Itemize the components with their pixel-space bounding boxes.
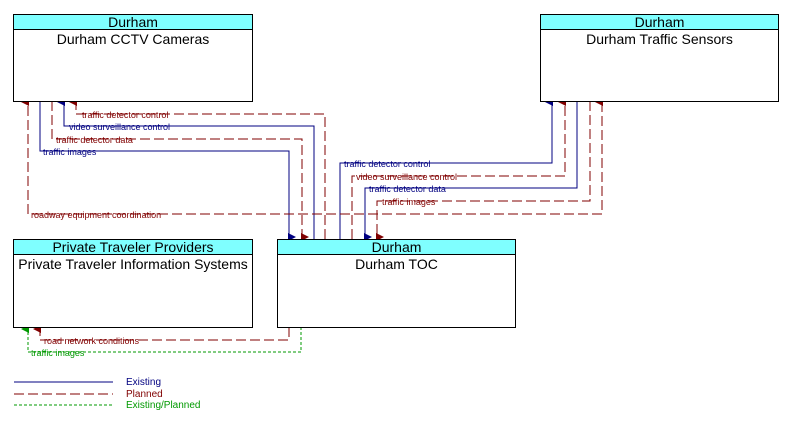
flow-label-sens-ti: traffic images [382, 197, 436, 207]
flow-line-pti [21, 325, 302, 353]
flow-label-cctv-vsc: video surveillance control [69, 122, 170, 132]
flow-line-rnc [33, 325, 290, 341]
node-ptp-owner: Private Traveler Providers [14, 240, 252, 255]
node-ptp[interactable]: Private Traveler Providers Private Trave… [13, 239, 253, 328]
flow-line-rec [21, 98, 603, 215]
legend-label-planned: Planned [126, 389, 163, 400]
node-cctv[interactable]: Durham Durham CCTV Cameras [13, 14, 253, 102]
flow-line-sens-vsc [351, 98, 566, 239]
flow-label-sens-vsc: video surveillance control [356, 172, 457, 182]
flow-label-cctv-tdc: traffic detector control [82, 110, 168, 120]
flow-line-cctv-tdd [51, 101, 309, 241]
node-sensors-owner: Durham [541, 15, 778, 30]
flow-line-sens-tdd [364, 101, 578, 241]
node-toc-owner: Durham [278, 240, 515, 255]
flow-line-cctv-vsc [57, 98, 315, 239]
legend-label-existing: Existing [126, 377, 162, 388]
node-cctv-owner: Durham [14, 15, 252, 30]
node-toc-name: Durham TOC [355, 256, 438, 272]
flow-line-cctv-ti [39, 101, 296, 241]
node-cctv-name: Durham CCTV Cameras [56, 31, 210, 47]
node-sensors[interactable]: Durham Durham Traffic Sensors [540, 14, 779, 102]
node-ptp-name: Private Traveler Information Systems [18, 256, 248, 272]
flow-line-sens-tdc [339, 98, 553, 239]
flow-label-sens-tdc: traffic detector control [344, 159, 430, 169]
flow-label-cctv-ti: traffic images [43, 147, 97, 157]
flow-label-rnc: road network conditions [44, 336, 140, 346]
flow-label-rec: roadway equipment coordination [31, 210, 161, 220]
node-sensors-name: Durham Traffic Sensors [586, 31, 733, 47]
flow-label-pti: traffic images [31, 348, 85, 358]
flow-line-cctv-tdc [69, 98, 326, 239]
legend-label-existing-planned: Existing/Planned [126, 400, 201, 411]
flow-label-cctv-tdd: traffic detector data [56, 135, 133, 145]
flow-label-sens-tdd: traffic detector data [369, 184, 446, 194]
node-toc[interactable]: Durham Durham TOC [277, 239, 516, 328]
flow-line-sens-ti [376, 101, 591, 241]
